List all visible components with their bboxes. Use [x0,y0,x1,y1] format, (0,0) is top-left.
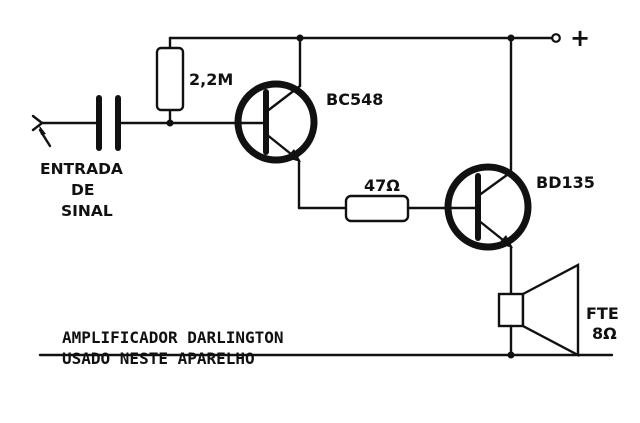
positive-terminal [551,33,561,43]
input-label-line3: SINAL [61,202,113,220]
coupling-capacitor-icon [96,95,121,151]
positive-label: + [570,24,590,52]
q1-part-label: BC548 [326,90,383,109]
emitter-resistor-icon [344,194,410,223]
bias-resistor-value: 2,2M [189,70,233,89]
speaker-value-label: 8Ω [592,324,617,343]
speaker-name-label: FTE [586,304,619,323]
transistor-q1-icon [234,36,318,210]
input-jack-icon [31,114,98,148]
supply-rail [168,33,561,50]
caption-line1: AMPLIFICADOR DARLINGTON [62,328,284,347]
input-label-line1: ENTRADA [40,160,123,178]
caption-line2: USADO NESTE APARELHO [62,349,255,368]
bias-resistor-icon [155,46,185,125]
emitter-resistor-value: 47Ω [364,176,400,195]
q2-part-label: BD135 [536,173,595,192]
speaker-icon [497,263,580,357]
transistor-q2-icon [444,36,532,296]
input-label-line2: DE [71,181,94,199]
